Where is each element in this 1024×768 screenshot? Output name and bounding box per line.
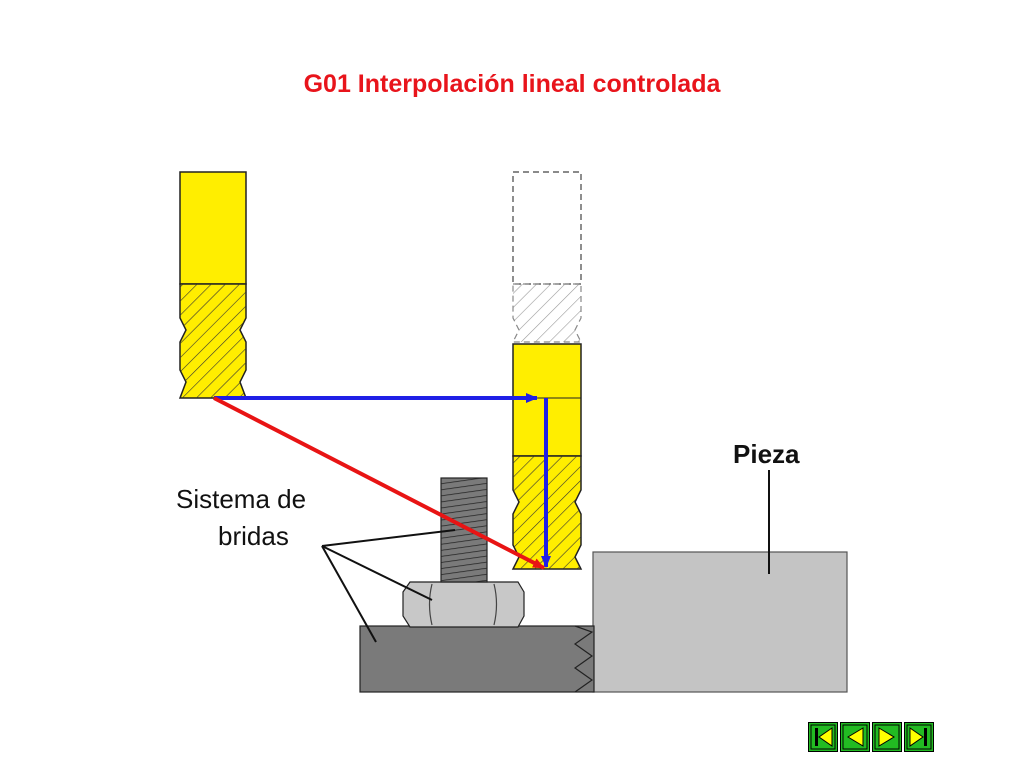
tool-shank — [179, 171, 247, 285]
bridas-leader-3 — [321, 545, 377, 643]
last-slide-button[interactable] — [904, 722, 934, 752]
first-icon — [808, 722, 838, 752]
label-pieza: Pieza — [733, 439, 800, 469]
bridas-leader-1 — [321, 529, 456, 547]
label-sistema-de: Sistema de — [176, 484, 306, 514]
clamp-system — [359, 477, 595, 693]
next-slide-button[interactable] — [872, 722, 902, 752]
nut — [402, 581, 525, 628]
previous-slide-button[interactable] — [840, 722, 870, 752]
path-red-diagonal — [213, 396, 545, 570]
next-icon — [872, 722, 902, 752]
workpiece — [592, 551, 848, 693]
previous-icon — [840, 722, 870, 752]
last-icon — [904, 722, 934, 752]
bridas-leader-2 — [321, 545, 433, 601]
tool-ghost — [512, 171, 582, 343]
slide-navigation — [808, 722, 934, 752]
tool-start — [178, 171, 248, 399]
clamp-bar — [359, 625, 595, 693]
first-slide-button[interactable] — [808, 722, 838, 752]
page-title: G01 Interpolación lineal controlada — [303, 70, 721, 98]
label-bridas: bridas — [218, 521, 289, 551]
